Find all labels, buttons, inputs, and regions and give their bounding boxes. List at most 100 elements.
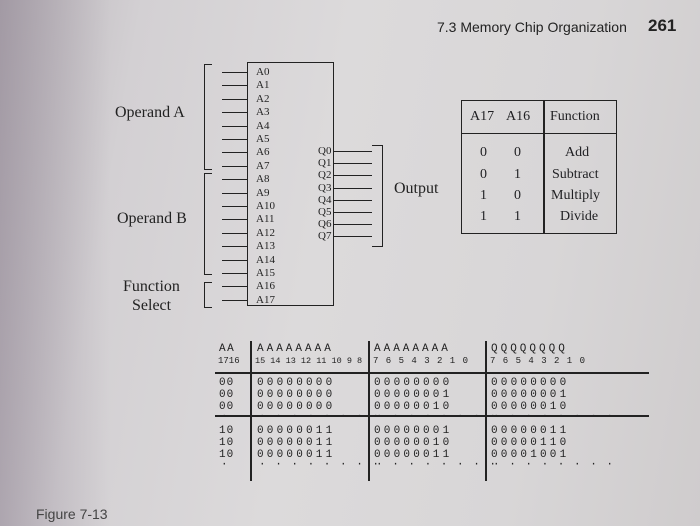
pin-q4: Q4 — [318, 193, 332, 206]
table-cell: 00000011 — [257, 449, 336, 461]
operand-a-brace — [204, 64, 212, 170]
cell: 1 — [480, 209, 487, 224]
pin-a6: A6 — [256, 146, 270, 159]
cell: 1 — [514, 167, 521, 182]
output-line — [334, 163, 372, 165]
pin-a12: A12 — [256, 226, 275, 239]
pin-line — [222, 219, 248, 221]
hdr-top: AAAAAAAA — [257, 343, 334, 355]
cell: 0 — [514, 145, 521, 160]
select-label: Select — [132, 297, 172, 314]
function-label: Function — [123, 278, 180, 295]
table-cell: 00001001 — [491, 449, 570, 461]
hdr-bot: 7 6 5 4 3 2 1 0 — [490, 356, 587, 366]
pin-line — [222, 206, 248, 207]
page-shadow — [0, 0, 110, 526]
output-line — [334, 199, 372, 201]
table-cell: 00 — [219, 389, 235, 401]
pin-a13: A13 — [256, 240, 275, 253]
cell: Divide — [560, 209, 599, 224]
pin-line — [222, 165, 248, 167]
column-separator — [368, 341, 370, 481]
cell: 1 — [514, 209, 521, 224]
cell: 0 — [514, 188, 521, 203]
hdr-top: AAAAAAAA — [374, 343, 451, 355]
table-cell: 10 — [219, 425, 235, 437]
pin-a8: A8 — [256, 173, 270, 186]
pin-line — [222, 273, 248, 274]
pin-line — [222, 112, 248, 114]
operand-b-brace — [204, 173, 212, 275]
memory-chip — [247, 62, 334, 306]
table-cell: 00000000 — [257, 377, 336, 389]
table-cell: 00000110 — [491, 437, 570, 449]
hdr-bot: 1716 — [218, 356, 240, 366]
pin-line — [222, 139, 248, 140]
pin-a9: A9 — [256, 186, 270, 199]
ellipsis: · · · · · · · · — [493, 411, 615, 423]
pin-a11: A11 — [256, 213, 275, 226]
table-cell: 00000010 — [374, 401, 453, 413]
pin-q2: Q2 — [318, 169, 332, 182]
pin-q3: Q3 — [318, 181, 332, 194]
cell: 0 — [480, 145, 487, 160]
pin-a3: A3 — [256, 106, 270, 119]
pin-a16: A16 — [256, 280, 275, 293]
table-cell: 00000000 — [374, 377, 453, 389]
hdr-bot: 15 14 13 12 11 10 9 8 — [255, 356, 363, 366]
function-table-divider — [543, 101, 545, 233]
table-cell: 00000000 — [491, 377, 570, 389]
pin-line — [222, 72, 248, 73]
ellipsis: · — [221, 459, 230, 471]
output-line — [334, 175, 372, 177]
pin-a5: A5 — [256, 133, 270, 145]
output-brace — [372, 145, 383, 247]
header-divider — [215, 372, 649, 374]
operand-b-label: Operand B — [117, 210, 187, 227]
pin-q0: Q0 — [318, 145, 332, 157]
header-a16: A16 — [506, 109, 531, 124]
pin-line — [222, 98, 248, 100]
pin-line — [222, 246, 248, 248]
table-cell: 00000001 — [374, 425, 453, 437]
column-separator — [250, 341, 252, 481]
output-label: Output — [394, 180, 439, 197]
ellipsis: · — [221, 411, 230, 423]
hdr-top: QQQQQQQQ — [491, 343, 568, 355]
hdr-top: AA — [219, 343, 236, 355]
operand-a-label: Operand A — [115, 104, 185, 121]
function-table-header — [462, 101, 616, 134]
output-line — [334, 236, 372, 238]
page-header: 7.3 Memory Chip Organization 261 — [0, 16, 700, 40]
table-cell: 10 — [219, 449, 235, 461]
pin-q7: Q7 — [318, 230, 332, 243]
pin-q1: Q1 — [318, 157, 332, 170]
pin-line — [222, 286, 248, 288]
pin-line — [222, 179, 248, 181]
output-line — [334, 224, 372, 226]
cell: 0 — [480, 167, 487, 182]
table-cell: 00000000 — [257, 401, 336, 413]
cell: Subtract — [552, 167, 599, 182]
pin-a14: A14 — [256, 253, 275, 266]
pin-a2: A2 — [256, 92, 270, 105]
table-cell: 00000011 — [257, 437, 336, 449]
table-cell: 00000010 — [374, 437, 453, 449]
pin-line — [222, 299, 248, 301]
pin-line — [222, 232, 248, 234]
pin-line — [222, 192, 248, 194]
figure-caption: Figure 7-13 — [36, 506, 108, 522]
function-table: A17 A16 Function 0 0 Add 0 1 Subtract 1 … — [461, 100, 617, 234]
table-cell: 00000001 — [491, 389, 570, 401]
table-cell: 00000000 — [257, 389, 336, 401]
table-cell: 00000001 — [374, 389, 453, 401]
ellipsis: · · · · · · · · — [376, 411, 498, 423]
output-line — [334, 187, 372, 189]
table-cell: 00000010 — [491, 401, 570, 413]
pin-line — [222, 259, 248, 261]
pin-line — [222, 85, 248, 87]
pin-a17: A17 — [256, 293, 275, 306]
pin-a1: A1 — [256, 79, 270, 92]
table-cell: 00 — [219, 401, 235, 413]
